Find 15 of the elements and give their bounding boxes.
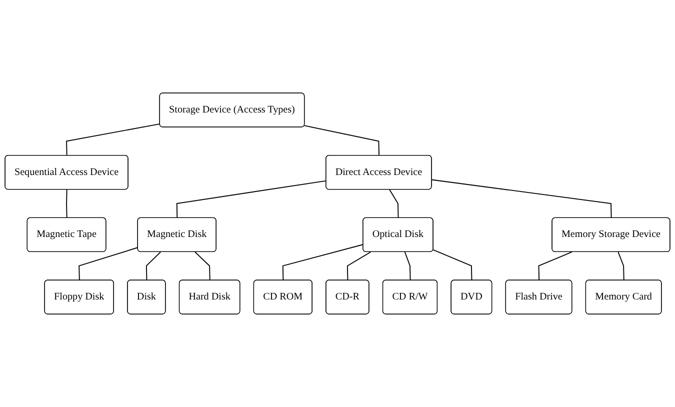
connector [282,244,364,281]
connector [304,125,380,156]
connector [618,252,624,281]
connector [78,247,138,281]
connector [432,249,472,281]
connector [346,252,372,281]
connector [146,252,162,281]
connector [66,189,68,218]
connector [404,252,411,281]
connector [389,189,399,218]
connector [538,252,572,281]
connector [431,179,612,218]
connector [176,180,327,218]
connector [194,252,210,281]
connector [66,123,160,156]
